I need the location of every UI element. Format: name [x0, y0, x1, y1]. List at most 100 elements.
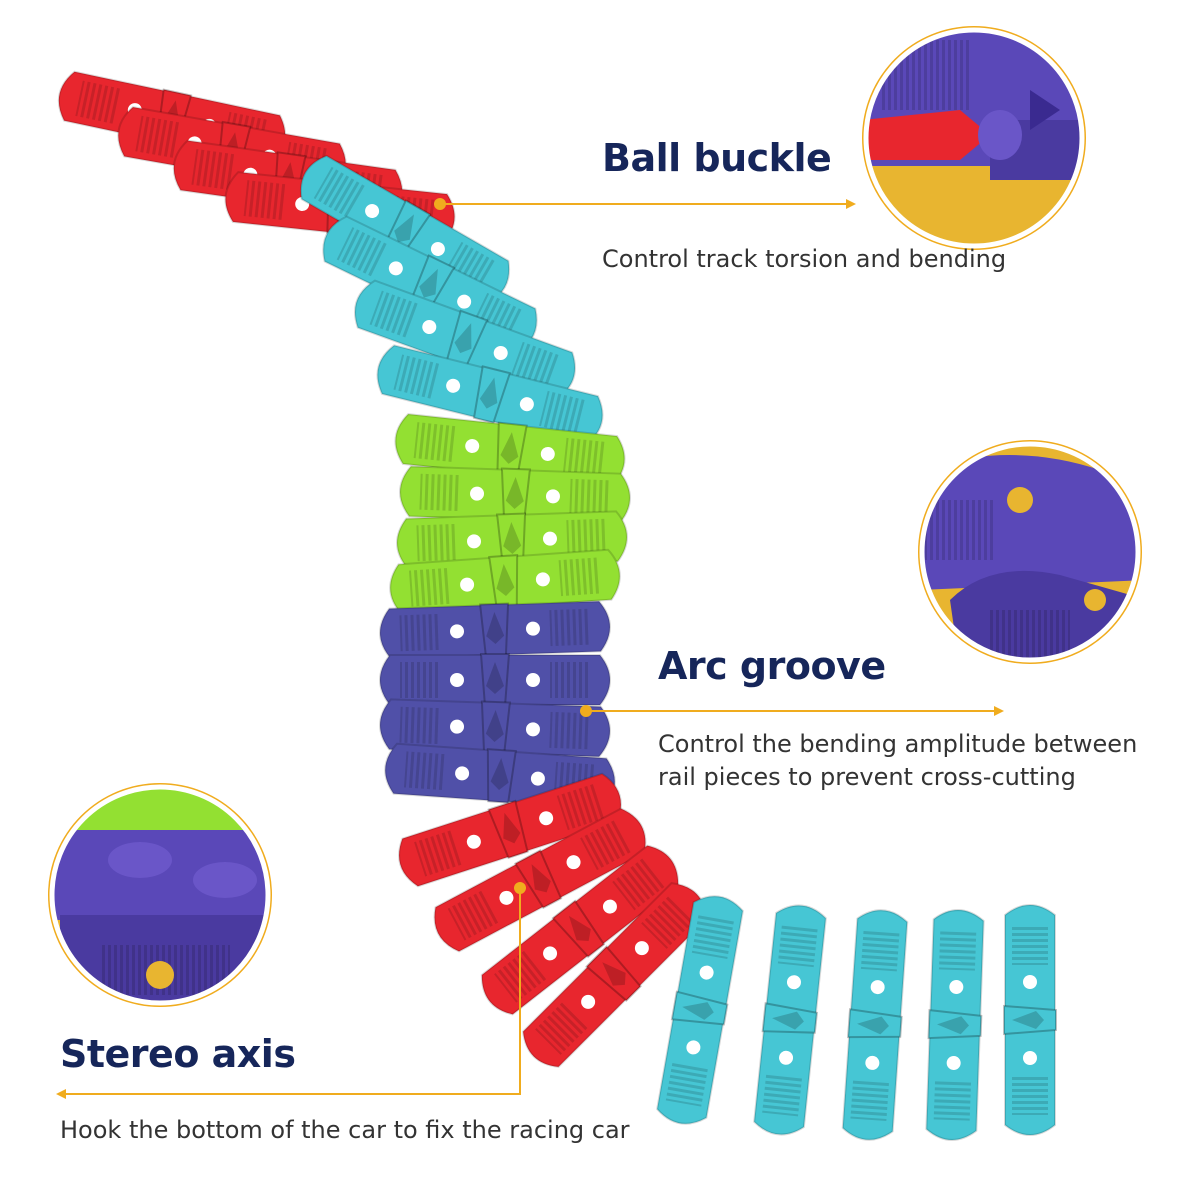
track-piece-hole — [422, 320, 437, 335]
track-piece-hole — [450, 673, 464, 687]
track-piece-spine — [551, 899, 606, 959]
track-piece-ribs — [558, 557, 602, 597]
track-piece-ribs — [313, 166, 367, 219]
track-piece-ribs — [243, 180, 288, 221]
track-piece-hole — [519, 397, 534, 412]
track-piece-spine — [487, 799, 529, 860]
track-piece-hole — [1023, 975, 1037, 989]
ball-buckle-knob — [602, 962, 626, 986]
feature-title-arc-groove: Arc groove — [658, 644, 886, 688]
feature-desc-ball-buckle: Control track torsion and bending — [602, 245, 1007, 273]
track-piece-spine — [670, 990, 729, 1026]
feature-desc-arc-groove: Control the bending amplitude between ra… — [658, 730, 1138, 791]
track-piece-hole — [699, 965, 714, 980]
track-piece-hole — [525, 722, 540, 737]
feature-title-stereo-axis: Stereo axis — [60, 1032, 296, 1076]
track-pieces — [57, 70, 1057, 1141]
track-piece-ribs — [447, 889, 500, 941]
track-piece-ribs — [777, 923, 818, 968]
track-piece-hole — [455, 766, 470, 781]
track-piece-ribs — [860, 928, 900, 972]
track-piece — [753, 904, 827, 1136]
closeup-arc-groove — [918, 440, 1142, 664]
track-piece-ribs — [413, 422, 458, 463]
callout-lines — [56, 198, 1004, 1099]
ball-buckle-knob — [503, 812, 521, 844]
track-piece-ribs — [539, 390, 587, 436]
track-piece-ribs — [336, 227, 389, 278]
track-piece — [379, 600, 611, 660]
track-piece-ribs — [691, 913, 735, 959]
track-piece-hole — [786, 975, 801, 990]
closeup-stereo-axis — [48, 783, 272, 1007]
ball-buckle-knob — [568, 915, 591, 942]
callout-arrow-stereo-axis — [56, 1089, 66, 1099]
closeup-ball-buckle — [862, 26, 1086, 250]
ball-buckle-knob — [479, 377, 498, 409]
track-piece — [925, 909, 985, 1141]
track-piece-ribs — [566, 518, 608, 557]
track-piece — [389, 548, 621, 616]
track-piece-hole — [545, 489, 560, 504]
track-piece-ribs — [550, 662, 590, 698]
ball-buckle-knob — [419, 268, 438, 298]
track-piece-hole — [581, 994, 596, 1009]
track-piece — [480, 844, 680, 1016]
track-piece-hole — [540, 446, 555, 461]
track-piece — [1003, 904, 1057, 1136]
callout-arrow-arc-groove — [994, 706, 1004, 716]
track-piece — [841, 909, 909, 1141]
track-piece-hole — [543, 946, 558, 961]
track-piece-hole — [865, 1055, 880, 1070]
ball-buckle-knob — [496, 564, 515, 596]
track-piece-hole — [430, 242, 445, 256]
track-piece — [656, 895, 744, 1125]
track-piece-hole — [465, 439, 480, 454]
track-piece-hole — [946, 1055, 961, 1070]
track-piece-hole — [602, 899, 617, 914]
track-piece-ribs — [75, 80, 122, 125]
track-piece-hole — [539, 811, 554, 826]
track-piece — [396, 510, 628, 570]
track-piece-hole — [460, 577, 475, 592]
callout-dot-ball-buckle — [434, 198, 446, 210]
track-piece-hole — [388, 261, 403, 276]
track-piece-ribs — [938, 929, 977, 971]
track-piece-ribs — [135, 115, 181, 159]
callout-line-stereo-axis — [62, 888, 521, 1095]
track-piece-ribs — [403, 751, 447, 791]
track-piece-hole — [450, 624, 465, 639]
track-piece-hole — [446, 378, 461, 393]
track-piece-ribs — [665, 1061, 709, 1107]
track-piece-spine — [1003, 1004, 1057, 1036]
track-piece-hole — [686, 1040, 701, 1055]
track-piece-ribs — [191, 148, 237, 191]
callout-dot-stereo-axis — [514, 882, 526, 894]
track-piece-hole — [457, 294, 472, 309]
callout-arrow-ball-buckle — [846, 199, 856, 209]
track-piece-hole — [542, 531, 557, 546]
track-piece-ribs — [369, 290, 420, 339]
track-piece-hole — [470, 486, 485, 501]
track-piece-ribs — [549, 711, 591, 750]
track-piece-ribs — [933, 1079, 972, 1121]
ball-buckle-knob — [772, 1011, 804, 1030]
ball-buckle-knob — [485, 710, 504, 742]
track-piece-hole — [450, 719, 465, 734]
track-piece-spine — [514, 849, 563, 909]
track-piece-hole — [525, 621, 540, 636]
track-piece — [354, 279, 576, 401]
track-piece — [394, 413, 626, 487]
track-piece-hole — [634, 941, 649, 956]
track-piece-spine — [486, 748, 517, 804]
ball-buckle-knob — [503, 522, 522, 554]
track-piece-ribs — [580, 819, 633, 871]
callout-dot-arc-groove — [580, 705, 592, 717]
ball-buckle-knob — [486, 662, 504, 694]
track-piece-hole — [949, 980, 964, 995]
track-piece-hole — [870, 980, 885, 995]
track-piece — [398, 772, 622, 888]
track-piece-ribs — [556, 783, 606, 831]
track-piece-ribs — [1012, 1075, 1048, 1115]
